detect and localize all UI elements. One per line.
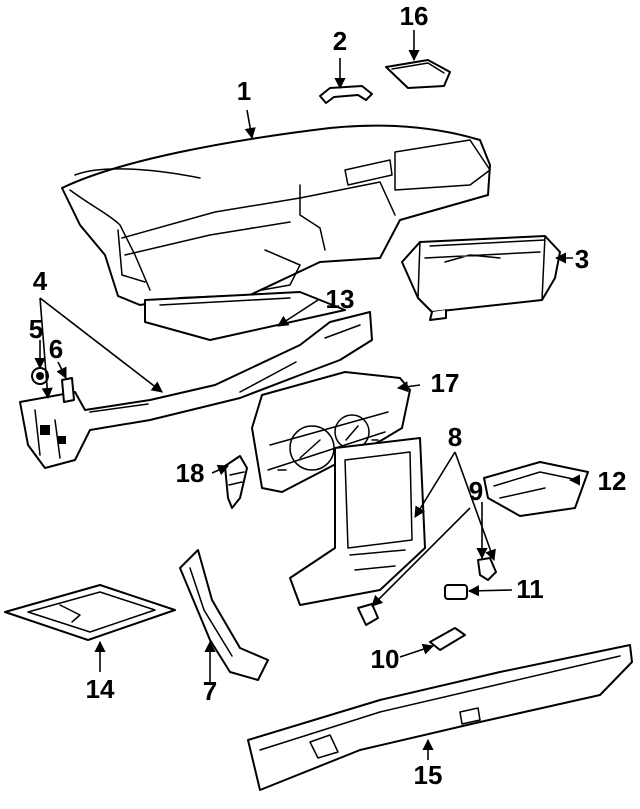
callout-labels: 1 2 3 4 5 6 7 8 9 10 11 12 13 14 15 16 1…	[29, 1, 627, 790]
part-14-lower-tray	[4, 584, 176, 641]
callout-5: 5	[29, 314, 43, 344]
callout-1: 1	[237, 76, 251, 106]
part-3-vent-housing	[401, 235, 561, 321]
part-15-lower-panel	[247, 644, 633, 791]
part-8-center-bezel	[289, 437, 426, 606]
part-11-switch	[444, 584, 468, 600]
part-4-support-bracket	[19, 311, 373, 469]
callout-2: 2	[333, 26, 347, 56]
callout-3: 3	[575, 244, 589, 274]
callout-12: 12	[598, 466, 627, 496]
part-1-dashboard-panel	[61, 124, 491, 341]
part-12-glove-box	[483, 461, 589, 517]
callout-17: 17	[431, 368, 460, 398]
callout-6: 6	[49, 334, 63, 364]
callout-13: 13	[326, 284, 355, 314]
callout-14: 14	[86, 674, 115, 704]
callout-18: 18	[176, 458, 205, 488]
part-18-socket	[224, 455, 248, 509]
part-7-side-trim	[179, 549, 269, 681]
part-6-clip	[61, 377, 75, 403]
callout-16: 16	[400, 1, 429, 31]
part-17-instrument-cluster	[251, 371, 411, 493]
callout-8: 8	[448, 422, 462, 452]
leader-lines	[34, 30, 581, 760]
part-10-switch	[429, 627, 466, 651]
part-2-grip-handle	[319, 85, 373, 104]
callout-4: 4	[33, 266, 48, 296]
callout-15: 15	[414, 760, 443, 790]
callout-11: 11	[516, 574, 544, 604]
callout-9: 9	[469, 476, 483, 506]
callout-10: 10	[371, 644, 400, 674]
part-16-cover-plate	[385, 59, 451, 89]
callout-7: 7	[203, 676, 217, 706]
